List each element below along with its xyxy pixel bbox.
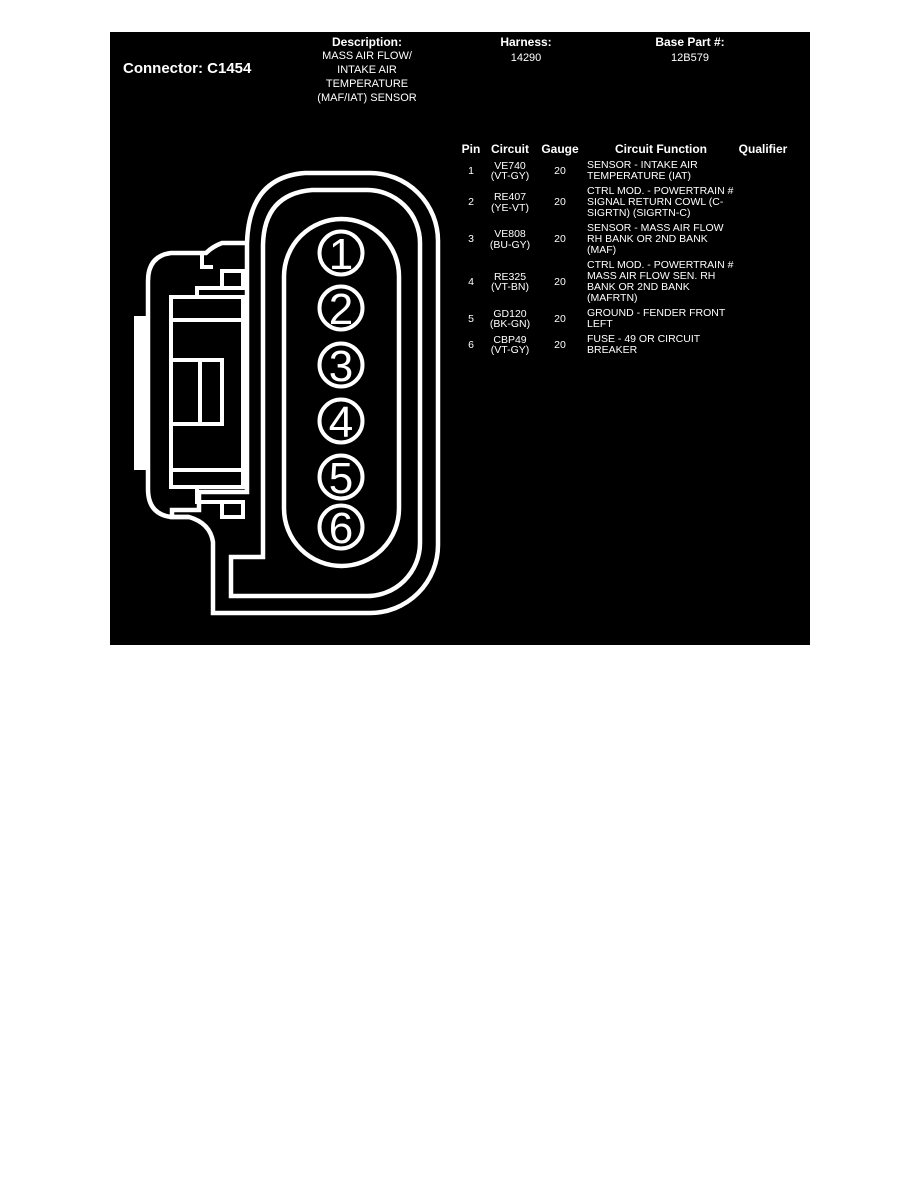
description-label: Description: (331, 35, 402, 49)
base-part-block: Base Part #: 12B579 (630, 35, 750, 65)
latch-seal-bar (134, 316, 148, 470)
pin-circle-4 (317, 397, 365, 445)
connector-outer-outline (169, 170, 441, 616)
circuit-cell: GD120 (BK-GN) (484, 307, 536, 330)
circuit-color: (BK-GN) (489, 318, 531, 330)
latch-upper-step (195, 286, 222, 297)
col-header-circuit: Circuit (490, 142, 529, 156)
circuit-code: VE740 (494, 159, 526, 172)
latch-body-rect (169, 295, 245, 489)
col-header-gauge: Gauge (541, 142, 579, 156)
pin-marker-3: 3 (317, 341, 365, 391)
col-header-circuit-function: Circuit Function (615, 142, 707, 156)
pin-number-4: 4 (329, 398, 353, 447)
table-row: 4 RE325 (VT-BN) 20 CTRL MOD. - POWERTRAI… (458, 260, 794, 304)
pin-circle-6 (317, 503, 365, 551)
gauge-cell: 20 (554, 338, 566, 351)
circuit-code: VE808 (494, 228, 526, 240)
gauge-cell: 20 (554, 312, 566, 325)
pin-cell: 3 (468, 233, 474, 245)
pin-table: Pin Circuit Gauge Circuit Function Quali… (458, 142, 794, 360)
latch-upper-tab (220, 269, 245, 290)
pin-circle-2 (317, 284, 365, 332)
circuit-code: GD120 (493, 307, 527, 320)
col-header-pin: Pin (461, 142, 481, 156)
connector-face-diagram: 1 2 3 4 5 6 (134, 170, 441, 616)
pin-capsule-outline (281, 216, 402, 569)
harness-value: 14290 (510, 52, 542, 64)
pin-cell: 6 (468, 338, 474, 351)
circuit-color: (VT-BN) (491, 281, 529, 293)
latch-lower-step (195, 487, 222, 504)
table-row: 5 GD120 (BK-GN) 20 GROUND - FENDER FRONT… (458, 308, 794, 330)
pin-marker-5: 5 (317, 453, 365, 503)
pin-cell: 1 (468, 164, 474, 177)
table-row: 6 CBP49 (VT-GY) 20 FUSE - 49 OR CIRCUIT … (458, 334, 794, 356)
table-row: 1 VE740 (VT-GY) 20 SENSOR - INTAKE AIR T… (458, 160, 794, 182)
pin-number-2: 2 (329, 285, 353, 334)
circuit-cell: CBP49 (VT-GY) (484, 333, 536, 356)
pin-number-6: 6 (329, 504, 353, 553)
function-cell: SENSOR - INTAKE AIR TEMPERATURE (IAT) (587, 159, 698, 182)
pin-number-1: 1 (329, 230, 353, 279)
gauge-cell: 20 (554, 164, 566, 177)
function-cell: SENSOR - MASS AIR FLOW RH BANK OR 2ND BA… (587, 222, 724, 256)
harness-label: Harness: (500, 35, 552, 49)
latch-lower-tab (220, 500, 245, 519)
harness-block: Harness: 14290 (466, 35, 586, 65)
connector-title: Connector: C1454 (123, 60, 252, 77)
function-cell: GROUND - FENDER FRONT LEFT (587, 307, 726, 330)
table-row: 3 VE808 (BU-GY) 20 SENSOR - MASS AIR FLO… (458, 223, 794, 256)
gauge-cell: 20 (554, 233, 566, 245)
circuit-cell: RE325 (VT-BN) (484, 270, 536, 293)
function-cell: CTRL MOD. - POWERTRAIN # SIGNAL RETURN C… (587, 185, 734, 219)
gauge-cell: 20 (554, 196, 566, 208)
circuit-color: (BU-GY) (489, 238, 531, 251)
description-block: Description: MASS AIR FLOW/ INTAKE AIR T… (257, 35, 477, 105)
base-part-value: 12B579 (671, 52, 709, 64)
latch-window-rect (169, 358, 224, 426)
diagram-panel: Connector: C1454 Description: MASS AIR F… (110, 32, 810, 645)
circuit-code: RE325 (493, 270, 527, 283)
table-row: 2 RE407 (YE-VT) 20 CTRL MOD. - POWERTRAI… (458, 186, 794, 219)
base-part-label: Base Part #: (655, 35, 725, 49)
circuit-color: (VT-GY) (490, 170, 530, 182)
circuit-code: RE407 (493, 191, 527, 203)
pin-table-header: Pin Circuit Gauge Circuit Function Quali… (458, 142, 794, 156)
pin-table-body: 1 VE740 (VT-GY) 20 SENSOR - INTAKE AIR T… (458, 160, 794, 356)
circuit-color: (VT-GY) (490, 344, 530, 356)
col-header-qualifier: Qualifier (738, 142, 788, 156)
pin-cell: 5 (468, 312, 474, 325)
connector-inner-outline (228, 187, 423, 599)
pin-marker-1: 1 (317, 229, 365, 279)
pin-cell: 2 (468, 196, 474, 208)
latch-top-nub (200, 253, 213, 269)
function-cell: CTRL MOD. - POWERTRAIN # MASS AIR FLOW S… (587, 259, 734, 304)
pin-marker-2: 2 (317, 284, 365, 334)
pin-circle-1 (317, 229, 365, 277)
pin-marker-4: 4 (317, 397, 365, 447)
function-cell: FUSE - 49 OR CIRCUIT BREAKER (587, 333, 700, 356)
pin-cell: 4 (468, 275, 474, 288)
latch-side-profile (145, 240, 247, 520)
circuit-cell: VE808 (BU-GY) (484, 229, 536, 250)
pin-number-5: 5 (329, 454, 353, 503)
circuit-code: CBP49 (493, 333, 527, 346)
description-value: MASS AIR FLOW/ INTAKE AIR TEMPERATURE (M… (317, 50, 417, 104)
circuit-color: (YE-VT) (491, 201, 529, 214)
pin-circle-5 (317, 453, 365, 501)
pin-number-3: 3 (329, 342, 353, 391)
pin-marker-6: 6 (317, 503, 365, 553)
gauge-cell: 20 (554, 275, 566, 288)
circuit-cell: VE740 (VT-GY) (484, 159, 536, 182)
circuit-cell: RE407 (YE-VT) (484, 192, 536, 213)
pin-circle-3 (317, 341, 365, 389)
